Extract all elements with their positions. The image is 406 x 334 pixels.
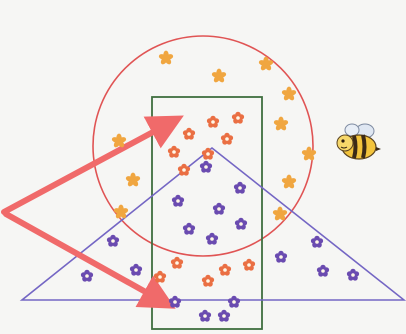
bee-icon bbox=[337, 124, 381, 159]
round-flower-icon bbox=[202, 148, 214, 160]
star-flower-icon bbox=[158, 51, 174, 66]
round-flower-icon bbox=[206, 233, 218, 245]
round-flower-icon bbox=[183, 128, 195, 140]
round-flower-icon bbox=[183, 223, 195, 235]
round-flower-icon bbox=[172, 195, 184, 207]
round-flower-icon bbox=[228, 296, 240, 308]
round-flower-icon bbox=[202, 275, 214, 287]
rectangle-outline bbox=[152, 97, 262, 329]
star-flower-icon bbox=[273, 117, 289, 132]
round-flower-icon bbox=[81, 270, 93, 282]
round-flower-icon bbox=[130, 264, 142, 276]
star-flower-icon bbox=[125, 173, 141, 188]
round-flower-icon bbox=[218, 310, 230, 322]
pointer-arrow-upper bbox=[4, 124, 168, 212]
round-flower-icon bbox=[169, 296, 181, 308]
star-flower-icon bbox=[211, 69, 227, 84]
round-flower-icon bbox=[219, 264, 231, 276]
round-flower-icon bbox=[275, 251, 287, 263]
round-flower-icon bbox=[221, 133, 233, 145]
star-flower-icon bbox=[281, 175, 297, 190]
star-flower-icon bbox=[301, 147, 317, 162]
round-flower-icon bbox=[243, 259, 255, 271]
round-flower-icon bbox=[232, 112, 244, 124]
round-flower-icon bbox=[234, 182, 246, 194]
round-flower-icon bbox=[154, 271, 166, 283]
round-flower-icon bbox=[213, 203, 225, 215]
round-flower-icon bbox=[168, 146, 180, 158]
round-flower-icon bbox=[317, 265, 329, 277]
star-flower-icon bbox=[281, 87, 297, 102]
round-flower-icon bbox=[199, 310, 211, 322]
round-flower-icon bbox=[107, 235, 119, 247]
round-flower-icon bbox=[200, 161, 212, 173]
round-flower-icon bbox=[347, 269, 359, 281]
pointer-arrow-lower bbox=[6, 214, 160, 300]
round-flower-icon bbox=[207, 116, 219, 128]
round-flower-icon bbox=[311, 236, 323, 248]
round-flower-icon bbox=[171, 257, 183, 269]
star-flower-icon bbox=[258, 57, 274, 72]
round-flower-icon bbox=[235, 218, 247, 230]
round-flower-icon bbox=[178, 164, 190, 176]
